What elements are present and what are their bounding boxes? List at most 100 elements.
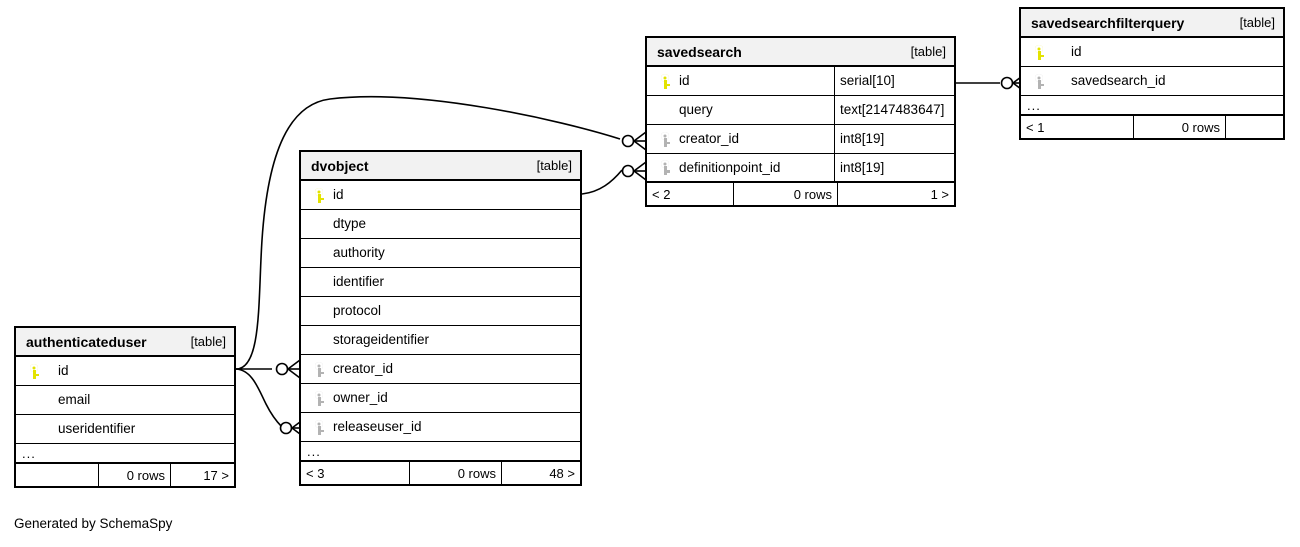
column-row-protocol[interactable]: protocol bbox=[301, 297, 580, 326]
column-name-cell: protocol bbox=[301, 297, 580, 325]
column-label: releaseuser_id bbox=[333, 419, 422, 435]
column-name-cell: dtype bbox=[301, 210, 580, 238]
footer-row-count: 0 rows bbox=[409, 462, 501, 484]
generator-credit: Generated by SchemaSpy bbox=[14, 516, 173, 531]
table-footer-dvobject: < 3 0 rows 48 > bbox=[301, 462, 580, 484]
optional-marker-dvobject-releaseuser-id bbox=[279, 421, 293, 435]
footer-outgoing-count[interactable]: 48 > bbox=[501, 462, 580, 484]
column-name-cell: id bbox=[16, 357, 234, 385]
foreign-key-icon bbox=[309, 390, 329, 406]
column-label: definitionpoint_id bbox=[679, 159, 781, 175]
table-header-dvobject: dvobject [table] bbox=[301, 152, 580, 181]
table-dvobject[interactable]: dvobject [table] id dtype authority bbox=[299, 150, 582, 486]
footer-row-count: 0 rows bbox=[1133, 116, 1225, 138]
footer-incoming-count[interactable]: < 1 bbox=[1026, 119, 1045, 135]
column-row-storageidentifier[interactable]: storageidentifier bbox=[301, 326, 580, 355]
foreign-key-icon bbox=[309, 419, 329, 435]
table-header-savedsearchfilterquery: savedsearchfilterquery [table] bbox=[1021, 9, 1283, 38]
edge-dvobject-id-to-savedsearch-definitionpoint-id bbox=[581, 169, 623, 195]
optional-marker-savedsearch-creator-id bbox=[621, 134, 635, 148]
edge-authenticateduser-id-to-dvobject-releaseuser-id bbox=[235, 368, 283, 428]
column-row-savedsearch-id[interactable]: savedsearch_id bbox=[1021, 67, 1283, 96]
more-columns-indicator: ... bbox=[301, 442, 580, 462]
footer-outgoing-count[interactable]: 1 > bbox=[837, 183, 954, 205]
column-label: query bbox=[679, 102, 713, 118]
optional-marker-savedsearchfilterquery-fk bbox=[1000, 76, 1014, 90]
foreign-key-icon bbox=[309, 361, 329, 377]
column-label: savedsearch_id bbox=[1071, 73, 1166, 89]
column-label: id bbox=[58, 363, 69, 379]
column-row-identifier[interactable]: identifier bbox=[301, 268, 580, 297]
column-row-releaseuser-id[interactable]: releaseuser_id bbox=[301, 413, 580, 442]
footer-outgoing-count[interactable] bbox=[1225, 116, 1283, 138]
column-name-cell: releaseuser_id bbox=[301, 413, 580, 441]
table-kind-label: [table] bbox=[536, 158, 572, 173]
footer-incoming-count[interactable]: < 3 bbox=[306, 465, 325, 481]
column-name-cell: id bbox=[301, 181, 580, 209]
column-label: authority bbox=[333, 245, 385, 261]
column-row-id[interactable]: id bbox=[16, 357, 234, 386]
column-name-cell: useridentifier bbox=[16, 415, 234, 443]
column-name-cell: id bbox=[647, 67, 834, 95]
column-row-authority[interactable]: authority bbox=[301, 239, 580, 268]
column-label: owner_id bbox=[333, 390, 388, 406]
column-label: protocol bbox=[333, 303, 382, 319]
table-footer-authenticateduser: 0 rows 17 > bbox=[16, 464, 234, 486]
column-row-owner-id[interactable]: owner_id bbox=[301, 384, 580, 413]
column-name-cell: creator_id bbox=[647, 125, 834, 153]
primary-key-icon bbox=[24, 363, 44, 379]
more-columns-indicator: ... bbox=[16, 444, 234, 464]
column-name-cell: storageidentifier bbox=[301, 326, 580, 354]
column-row-useridentifier[interactable]: useridentifier bbox=[16, 415, 234, 444]
column-label: id bbox=[1071, 44, 1082, 60]
column-label: email bbox=[58, 392, 91, 408]
column-label: storageidentifier bbox=[333, 332, 430, 348]
footer-incoming-count[interactable]: < 2 bbox=[652, 186, 671, 202]
column-label: useridentifier bbox=[58, 421, 136, 437]
table-title: savedsearch bbox=[657, 43, 742, 60]
column-name-cell: definitionpoint_id bbox=[647, 154, 834, 181]
table-authenticateduser[interactable]: authenticateduser [table] id email useri… bbox=[14, 326, 236, 488]
column-name-cell: email bbox=[16, 386, 234, 414]
column-row-email[interactable]: email bbox=[16, 386, 234, 415]
table-footer-savedsearch: < 2 0 rows 1 > bbox=[647, 183, 954, 205]
more-columns-indicator: ... bbox=[1021, 96, 1283, 116]
table-footer-savedsearchfilterquery: < 1 0 rows bbox=[1021, 116, 1283, 138]
column-label: id bbox=[679, 73, 690, 89]
column-row-id[interactable]: id bbox=[1021, 38, 1283, 67]
table-title: authenticateduser bbox=[26, 333, 147, 350]
footer-outgoing-count[interactable]: 17 > bbox=[170, 464, 234, 486]
table-title: savedsearchfilterquery bbox=[1031, 14, 1185, 31]
column-row-dtype[interactable]: dtype bbox=[301, 210, 580, 239]
column-row-id[interactable]: id serial[10] bbox=[647, 67, 954, 96]
foreign-key-icon bbox=[655, 131, 675, 147]
column-label: creator_id bbox=[333, 361, 394, 377]
column-row-creator-id[interactable]: creator_id int8[19] bbox=[647, 125, 954, 154]
column-row-id[interactable]: id bbox=[301, 181, 580, 210]
column-type-cell: int8[19] bbox=[834, 154, 954, 181]
column-name-cell: id bbox=[1021, 38, 1283, 66]
primary-key-icon bbox=[309, 187, 329, 203]
column-row-creator-id[interactable]: creator_id bbox=[301, 355, 580, 384]
table-title: dvobject bbox=[311, 157, 369, 174]
column-type-cell: text[2147483647] bbox=[834, 96, 954, 124]
table-savedsearchfilterquery[interactable]: savedsearchfilterquery [table] id saveds… bbox=[1019, 7, 1285, 140]
column-name-cell: identifier bbox=[301, 268, 580, 296]
column-name-cell: authority bbox=[301, 239, 580, 267]
table-savedsearch[interactable]: savedsearch [table] id serial[10] query … bbox=[645, 36, 956, 207]
primary-key-icon bbox=[655, 73, 675, 89]
column-label: creator_id bbox=[679, 131, 740, 147]
footer-incoming-count[interactable] bbox=[16, 464, 98, 486]
primary-key-icon bbox=[1029, 44, 1049, 60]
table-kind-label: [table] bbox=[1239, 15, 1275, 30]
column-row-query[interactable]: query text[2147483647] bbox=[647, 96, 954, 125]
column-name-cell: query bbox=[647, 96, 834, 124]
footer-row-count: 0 rows bbox=[733, 183, 837, 205]
table-kind-label: [table] bbox=[910, 44, 946, 59]
column-label: id bbox=[333, 187, 344, 203]
column-row-definitionpoint-id[interactable]: definitionpoint_id int8[19] bbox=[647, 154, 954, 183]
table-header-authenticateduser: authenticateduser [table] bbox=[16, 328, 234, 357]
optional-marker-savedsearch-definitionpoint-id bbox=[621, 164, 635, 178]
optional-marker-dvobject-creator-id bbox=[275, 362, 289, 376]
